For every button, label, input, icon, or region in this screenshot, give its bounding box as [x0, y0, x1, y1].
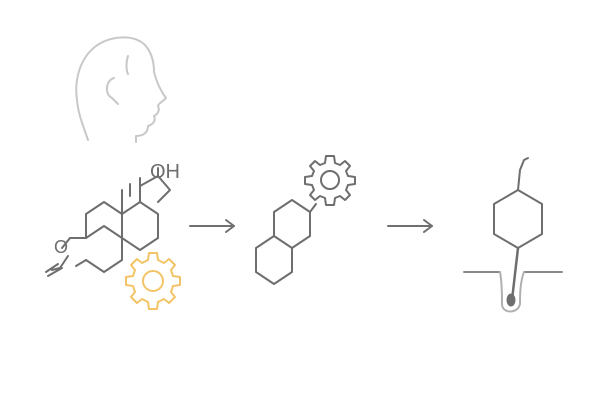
hydroxyl-label: OH — [150, 161, 180, 183]
cyclohexane-molecule — [493, 157, 543, 249]
decalin-molecule — [255, 199, 317, 285]
oxygen-label: O — [54, 237, 68, 257]
steroid-molecule — [45, 167, 171, 277]
right-arrow-icon — [189, 219, 235, 233]
hair-follicle-icon — [463, 246, 563, 313]
right-arrow-icon — [387, 219, 433, 233]
gear-icon — [304, 155, 356, 206]
human-head-profile-icon — [75, 36, 167, 143]
gear-icon — [125, 252, 181, 310]
